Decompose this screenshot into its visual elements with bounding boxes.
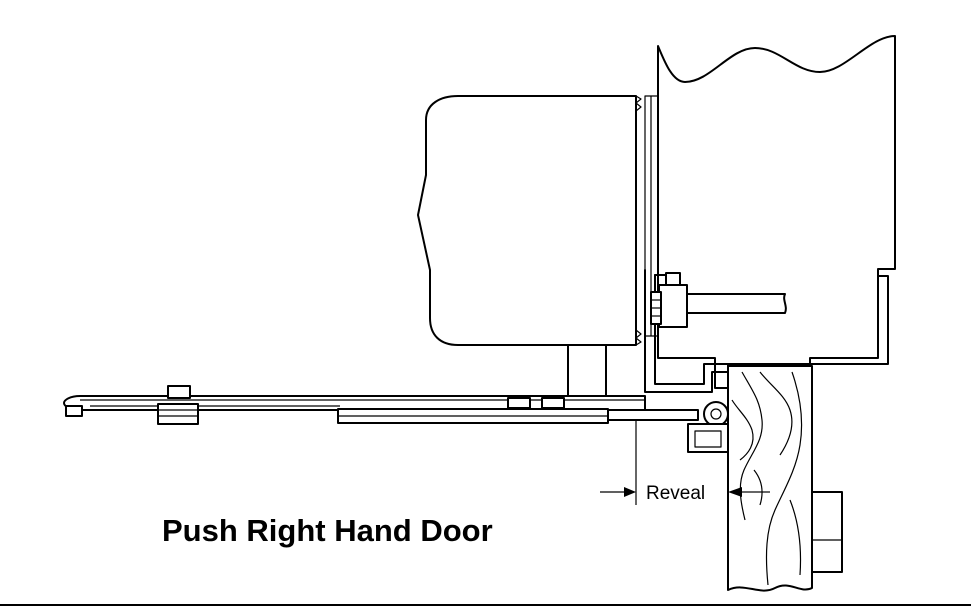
parallel-arm-bracket (687, 423, 729, 453)
reveal-label: Reveal (646, 483, 705, 504)
closer-arm (63, 395, 646, 417)
door-frame (727, 365, 813, 592)
arm-shoe (567, 344, 607, 398)
frame-pivot (703, 401, 729, 427)
door-slab (657, 35, 896, 389)
wall-stop (811, 491, 843, 573)
reveal-dimension: Reveal (600, 420, 770, 505)
forearm-rod (337, 397, 699, 424)
closer-body (417, 95, 642, 346)
diagram-caption: Push Right Hand Door (162, 513, 493, 548)
arm-pivot (157, 385, 199, 425)
adjustment-valve (650, 272, 787, 328)
